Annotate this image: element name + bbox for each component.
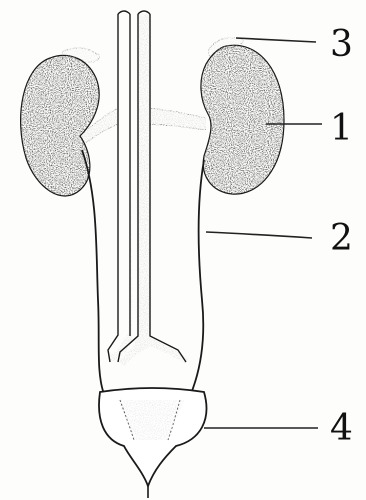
- right-renal-vessel: [150, 108, 206, 130]
- left-kidney-body: [21, 55, 100, 195]
- vena-cava-outline: [108, 14, 130, 362]
- left-kidney: [21, 55, 100, 195]
- aorta: [118, 14, 188, 366]
- vena-cava: [108, 14, 132, 362]
- right-ureter: [190, 160, 204, 396]
- label-1: 1: [330, 108, 353, 149]
- labels: 3 1 2 4: [330, 24, 353, 449]
- leader-line-2: [206, 232, 312, 238]
- aorta-outline: [118, 14, 186, 362]
- label-3: 3: [330, 24, 353, 65]
- great-vessels: [108, 11, 188, 366]
- urinary-bladder: [99, 388, 206, 498]
- label-4: 4: [330, 408, 353, 449]
- vessel-top-caps: [118, 11, 150, 14]
- label-2: 2: [330, 218, 353, 259]
- right-kidney: [201, 45, 284, 194]
- leader-line-3: [236, 38, 316, 42]
- left-ureter: [82, 150, 104, 394]
